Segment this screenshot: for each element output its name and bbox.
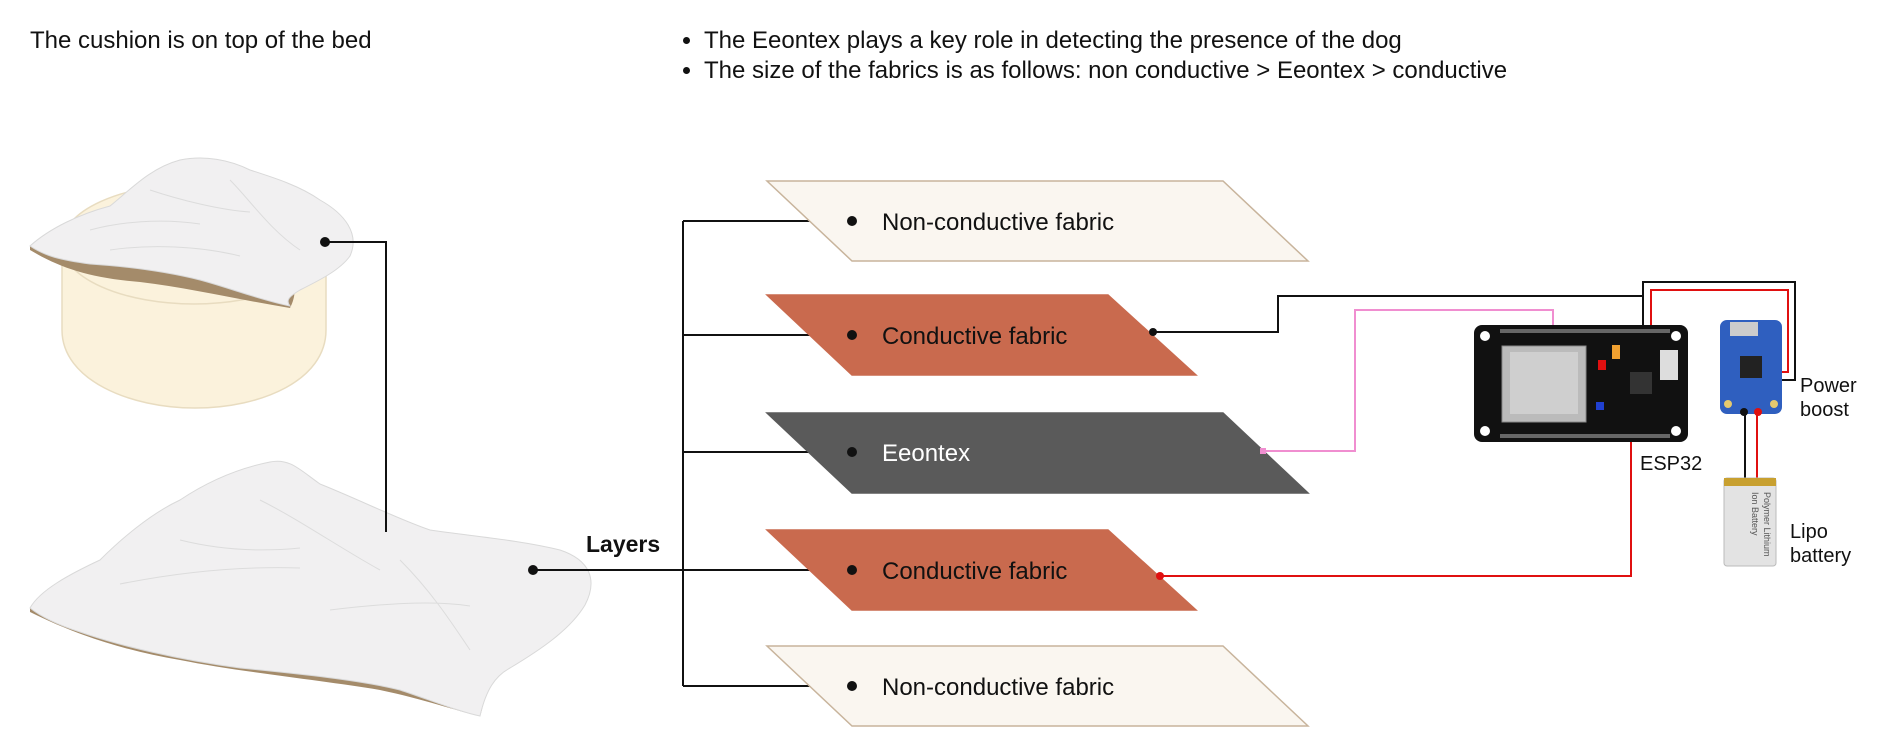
layer-dot (847, 216, 857, 226)
battery-print: Polymer Lithium (1762, 492, 1772, 557)
lipo-label: Lipo (1790, 521, 1828, 543)
esp32-label: ESP32 (1640, 453, 1702, 475)
layer-label: Conductive fabric (882, 323, 1067, 350)
power-boost-label: Power (1800, 375, 1857, 397)
wires (1149, 281, 1796, 580)
cushion-on-bed-illustration (29, 157, 354, 409)
layer-5-nonconductive: Non-conductive fabric (765, 645, 1310, 727)
note-item: The Eeontex plays a key role in detectin… (704, 26, 1507, 56)
layer-4-conductive: Conductive fabric (765, 529, 1198, 611)
layers-label: Layers (586, 531, 660, 557)
lipo-label: battery (1790, 545, 1851, 567)
power-boost-label: boost (1800, 399, 1849, 421)
layer-label: Non-conductive fabric (882, 209, 1114, 236)
cushion-caption: The cushion is on top of the bed (30, 27, 372, 54)
esp32-board (1474, 325, 1688, 442)
connector-dot (320, 237, 330, 247)
note-item: The size of the fabrics is as follows: n… (704, 56, 1507, 86)
lipo-battery: Polymer Lithium Ion Battery (1723, 477, 1777, 567)
layer-dot (847, 565, 857, 575)
cushion-top (29, 157, 354, 307)
layer-label: Non-conductive fabric (882, 674, 1114, 701)
fabric-shape (765, 294, 1198, 376)
fabric-shape (765, 529, 1198, 611)
battery-print: Ion Battery (1750, 492, 1760, 536)
wire-red-power (1650, 289, 1789, 373)
cushion-body (29, 460, 592, 717)
power-boost-board (1720, 320, 1782, 416)
cushion-dot (528, 565, 538, 575)
cushion-illustration (29, 460, 592, 717)
layer-2-conductive: Conductive fabric (765, 294, 1198, 376)
wire-pink-eeontex (1263, 309, 1554, 452)
layer-label: Eeontex (882, 440, 970, 467)
wire-black-power (1642, 281, 1796, 381)
wire-red-conductive (1160, 420, 1632, 577)
layer-dot (847, 447, 857, 457)
layer-dot (847, 330, 857, 340)
fabric-shape (765, 180, 1310, 262)
fabric-shape (765, 645, 1310, 727)
layer-1-nonconductive: Non-conductive fabric (765, 180, 1310, 262)
notes-list: The Eeontex plays a key role in detectin… (680, 26, 1507, 86)
layer-label: Conductive fabric (882, 558, 1067, 585)
cushion-connector (320, 237, 387, 532)
layer-3-eeontex: Eeontex (765, 412, 1310, 494)
layer-dot (847, 681, 857, 691)
fabric-shape (765, 412, 1310, 494)
